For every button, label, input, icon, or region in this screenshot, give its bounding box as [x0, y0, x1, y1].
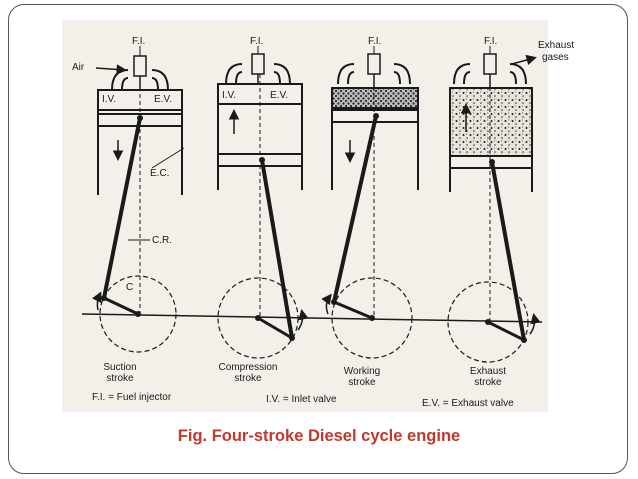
stroke-label-exhaust-1: Exhaust	[470, 366, 506, 377]
legend-exhaust-valve: E.V. = Exhaust valve	[422, 398, 514, 409]
label-fi-2: F.I.	[250, 36, 263, 47]
stroke-label-working-2: stroke	[348, 377, 376, 388]
stroke-label-compression-1: Compression	[219, 362, 278, 373]
label-iv-2: I.V.	[222, 90, 236, 101]
label-cr: C.R.	[152, 235, 172, 246]
figure-caption: Fig. Four-stroke Diesel cycle engine	[177, 427, 461, 445]
engine-working	[321, 46, 419, 359]
label-fi-3: F.I.	[368, 36, 381, 47]
legend-fuel-injector: F.I. = Fuel injector	[92, 392, 172, 403]
label-exhaust-gases-line1: Exhaust	[538, 40, 574, 51]
legend-inlet-valve: I.V. = Inlet valve	[266, 394, 337, 405]
crank-axis-line	[81, 313, 543, 323]
label-air: Air	[72, 62, 85, 73]
engine-suction	[91, 46, 185, 353]
label-ev-1: E.V.	[154, 94, 172, 105]
label-ec: E.C.	[150, 168, 169, 179]
stroke-label-compression-2: stroke	[234, 373, 262, 384]
label-exhaust-gases-line2: gases	[542, 52, 569, 63]
stroke-label-working-1: Working	[344, 366, 381, 377]
label-ev-2: E.V.	[270, 90, 288, 101]
label-c: C	[126, 282, 133, 293]
stroke-label-suction-1: Suction	[103, 362, 136, 373]
engine-compression	[217, 46, 309, 359]
stroke-label-exhaust-2: stroke	[474, 377, 502, 388]
diagram-scan-background	[62, 20, 548, 412]
label-iv-1: I.V.	[102, 94, 116, 105]
engine-exhaust	[447, 46, 541, 363]
label-fi-4: F.I.	[484, 36, 497, 47]
stroke-label-suction-2: stroke	[106, 373, 134, 384]
label-fi-1: F.I.	[132, 36, 145, 47]
